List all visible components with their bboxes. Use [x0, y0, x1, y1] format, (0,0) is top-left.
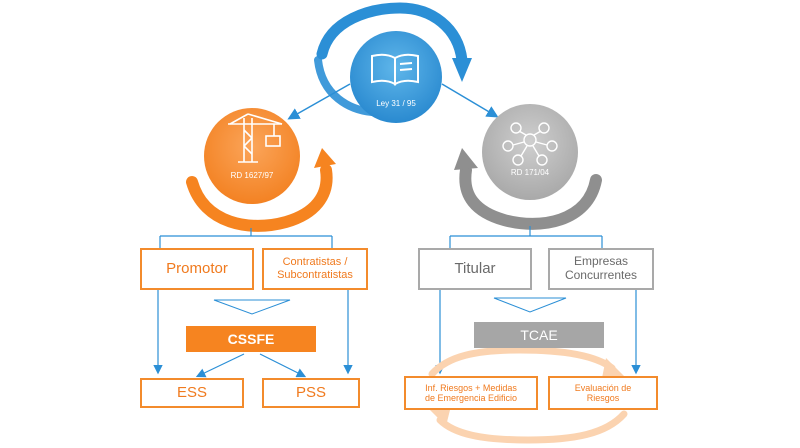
tcae-box: TCAE [474, 322, 604, 348]
titular-label: Titular [454, 260, 496, 278]
right-bracket [449, 226, 603, 248]
contratistas-box: Contratistas / Subcontratistas [262, 248, 368, 290]
book-icon [371, 53, 419, 86]
right-circle [482, 104, 578, 200]
empresas-label: Empresas Concurrentes [564, 254, 638, 282]
arrow-cssfe-pss [259, 353, 307, 378]
cssfe-label: CSSFE [227, 330, 275, 347]
titular-box: Titular [418, 248, 532, 290]
right-down-arrow [493, 297, 567, 313]
blue-cycle-arrow [316, 2, 468, 66]
left-bracket [159, 228, 333, 248]
arrow-to-left-circle [287, 83, 351, 120]
tcae-label: TCAE [520, 326, 558, 343]
inf-riesgos-box: Inf. Riesgos + Medidas de Emergencia Edi… [404, 376, 538, 410]
cssfe-box: CSSFE [186, 326, 316, 352]
gray-cycle-arrow [459, 164, 602, 230]
evaluacion-box: Evaluación de Riesgos [548, 376, 658, 410]
ess-box: ESS [140, 378, 244, 408]
promotor-box: Promotor [140, 248, 254, 290]
left-down-arrow [213, 299, 291, 315]
bottom-cycle-arrow-bottom [436, 410, 628, 444]
ess-label: ESS [176, 384, 207, 402]
arrow-to-right-circle [441, 83, 499, 118]
evaluacion-label: Evaluación de Riesgos [574, 382, 632, 403]
center-circle-label: Ley 31 / 95 [376, 99, 416, 108]
contratistas-label: Contratistas / Subcontratistas [277, 256, 353, 281]
left-circle-label: RD 1627/97 [230, 171, 274, 180]
promotor-label: Promotor [166, 260, 228, 278]
network-people-icon [502, 122, 558, 166]
pss-label: PSS [295, 384, 326, 402]
construction-crane-icon [228, 113, 283, 163]
inf-riesgos-label: Inf. Riesgos + Medidas de Emergencia Edi… [424, 382, 518, 403]
orange-cycle-arrow [186, 164, 333, 232]
right-circle-label: RD 171/04 [510, 168, 550, 177]
arrow-cssfe-ess [195, 353, 245, 378]
bottom-cycle-arrow-top [428, 346, 616, 378]
pss-box: PSS [262, 378, 360, 408]
empresas-box: Empresas Concurrentes [548, 248, 654, 290]
